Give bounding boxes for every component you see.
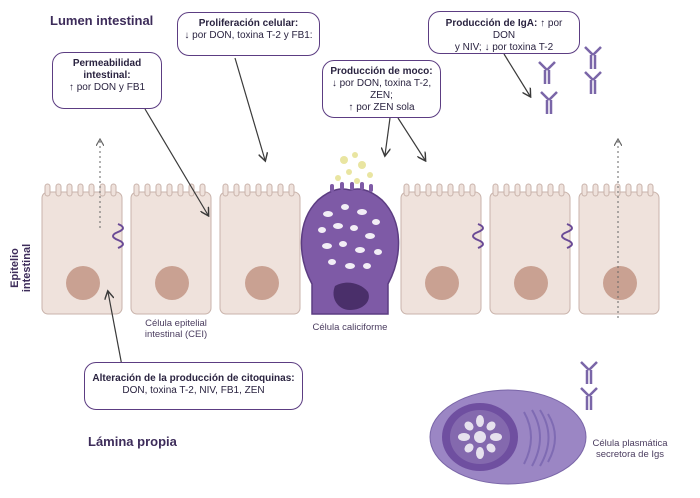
nucleus: [155, 266, 189, 300]
arrows: [100, 53, 618, 367]
plasma-caption: Célula plasmática secretora de Igs: [580, 438, 680, 460]
cytokines-text: DON, toxina T-2, NIV, FB1, ZEN: [122, 385, 265, 396]
nucleus: [514, 266, 548, 300]
enterocyte-cell: [489, 191, 571, 315]
permeability-text: ↑ por DON y FB1: [68, 82, 146, 93]
epithelial-cell-layer: [41, 191, 660, 315]
enterocyte-cell: [400, 191, 482, 315]
antibodies: [538, 46, 602, 410]
epithelium-label: Epitelio intestinal: [9, 243, 33, 293]
nucleus: [245, 266, 279, 300]
lamina-label: Lámina propia: [88, 434, 177, 449]
cytokines-box: Alteración de la producción de citoquina…: [84, 362, 303, 410]
golgi: [523, 409, 556, 467]
plasma-cell: [429, 389, 587, 485]
enterocyte-cell: [41, 191, 123, 315]
proliferation-box: Proliferación celular: ↓ por DON, toxina…: [177, 12, 320, 56]
mucus-text-2: ↑ por ZEN sola: [348, 102, 415, 113]
mucus-granules: [318, 204, 382, 269]
tight-junctions: [112, 223, 573, 249]
iga-box: Producción de IgA: ↑ por DON y NIV; ↓ po…: [428, 11, 580, 54]
mucus-title: Producción de moco:: [330, 66, 433, 77]
enterocyte-caption-1: Célula epitelial: [145, 318, 207, 329]
nucleus: [425, 266, 459, 300]
nucleus: [66, 266, 100, 300]
goblet-caption: Célula caliciforme: [312, 322, 388, 333]
nucleus: [603, 266, 637, 300]
plasma-caption-1: Célula plasmática: [592, 438, 668, 449]
enterocyte-cell: [130, 191, 212, 315]
permeability-box: Permeabilidad intestinal: ↑ por DON y FB…: [52, 52, 162, 109]
iga-title-tail: ↑ por DON: [492, 18, 563, 41]
proliferation-title: Proliferación celular:: [198, 18, 299, 29]
plasma-caption-2: secretora de Igs: [595, 449, 665, 460]
proliferation-text: ↓ por DON, toxina T-2 y FB1:: [184, 30, 313, 41]
enterocyte-cell: [219, 191, 301, 315]
enterocyte-cell: [578, 191, 660, 315]
iga-title: Producción de IgA:: [445, 18, 538, 29]
microvilli: [44, 183, 654, 197]
permeability-title-2: intestinal:: [83, 70, 131, 81]
mucus-text-1: ↓ por DON, toxina T-2, ZEN;: [331, 78, 432, 101]
iga-text: y NIV; ↓ por toxina T-2: [454, 42, 554, 53]
enterocyte-caption-2: intestinal (CEI): [144, 329, 208, 340]
cytokines-title: Alteración de la producción de citoquina…: [92, 373, 295, 384]
enterocyte-caption: Célula epitelial intestinal (CEI): [136, 318, 216, 340]
lumen-label: Lumen intestinal: [50, 13, 154, 28]
permeability-title-1: Permeabilidad: [72, 58, 142, 69]
mucus-box: Producción de moco: ↓ por DON, toxina T-…: [322, 60, 441, 118]
mucus-droplets: [335, 152, 373, 184]
goblet-cell: [300, 152, 400, 315]
goblet-microvilli: [330, 182, 373, 192]
